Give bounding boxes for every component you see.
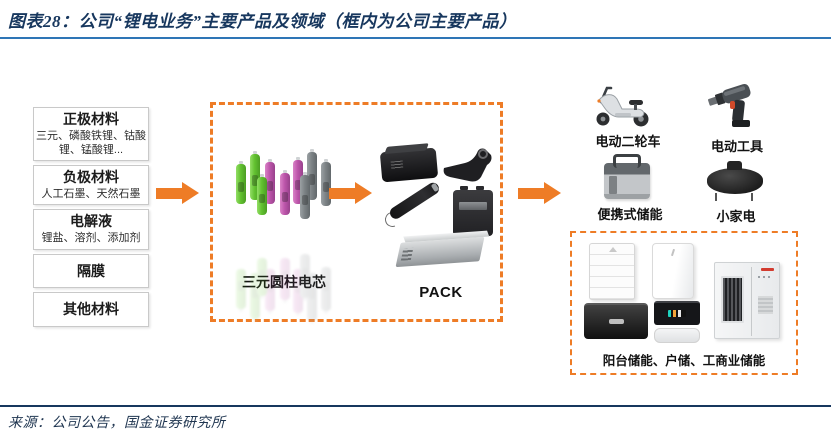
materials-column: 正极材料 三元、磷酸铁锂、钴酸锂、锰酸锂... 负极材料 人工石墨、天然石墨 电… [33,107,149,328]
material-sub: 三元、磷酸铁锂、钴酸锂、锰酸锂... [36,129,146,157]
arrow-shaft [518,187,544,199]
pack-charger-image [453,186,493,236]
material-title: 正极材料 [63,111,119,127]
wall-battery-unit-image [652,243,694,299]
battery-cell-icon [257,258,267,296]
material-title: 隔膜 [77,262,105,279]
battery-cell-icon [257,174,267,215]
battery-cell-icon [265,159,275,204]
storage-section-label: 阳台储能、户储、工商业储能 [602,354,766,368]
pack-controller-image [379,147,439,183]
material-box-separator: 隔膜 [33,253,149,289]
power-drill-image [707,83,751,127]
cylindrical-cells-photo [236,149,336,235]
flow-arrow-cell-to-pack-icon [329,182,372,204]
arrow-head [355,182,372,204]
material-sub: 锂盐、溶剂、添加剂 [41,232,141,245]
cabinet-grille-icon [721,276,744,323]
robot-vacuum-image [707,161,763,201]
battery-cell-icon [321,267,331,311]
battery-cell-icon [321,159,331,206]
storage-products-dashed-box [570,231,798,375]
core-products-dashed-box [210,102,503,322]
battery-cell-icon [307,149,317,200]
footer-rule [0,405,831,407]
arrow-shaft [156,187,182,199]
material-title: 负极材料 [63,169,119,186]
application-label-portable-storage: 便携式储能 [597,207,663,222]
portable-power-station-image [604,154,650,199]
black-storage-box-image [584,303,648,339]
application-label-power-tool: 电动工具 [710,139,763,154]
material-box-electrolyte: 电解液 锂盐、溶剂、添加剂 [33,209,149,250]
battery-cell-icon [300,254,310,298]
stacked-battery-tower-image [589,243,635,300]
electric-scooter-image [596,86,649,127]
cabinet-vent-icon [758,296,773,314]
material-box-other: 其他材料 [33,292,149,328]
material-sub: 人工石墨、天然石墨 [41,188,141,201]
cabinet-logo-icon [761,268,774,271]
battery-cell-icon [280,170,290,215]
application-label-small-appliance: 小家电 [716,209,756,224]
pack-section-label: PACK [419,284,463,301]
application-label-escooter: 电动二轮车 [595,134,661,149]
pack-tube-image [382,180,449,234]
figure-title: 图表28：公司“锂电业务”主要产品及领域（框内为公司主要产品） [8,12,517,31]
cells-reflection [236,238,336,323]
battery-cell-icon [280,258,290,300]
commercial-storage-cabinet-image [714,262,780,339]
material-box-cathode: 正极材料 三元、磷酸铁锂、钴酸锂、锰酸锂... [33,107,149,162]
cabinet-door-split [751,267,752,336]
storage-display-unit-image [654,301,700,325]
pack-frame-mount-image [443,148,492,182]
material-box-anode: 负极材料 人工石墨、天然石墨 [33,165,149,206]
material-title: 电解液 [70,213,112,230]
source-note: 来源：公司公告，国金证券研究所 [8,416,226,431]
battery-cell-icon [293,157,303,204]
title-underline [0,37,831,39]
flow-arrow-pack-to-applications-icon [518,182,561,204]
flat-storage-panel-image [654,328,700,343]
arrow-head [544,182,561,204]
battery-cell-icon [236,161,246,204]
cabinet-indicators-icon [758,276,770,278]
battery-cell-icon [250,151,260,200]
battery-cell-icon [300,172,310,219]
material-title: 其他材料 [63,301,119,318]
flow-arrow-materials-to-cell-icon [156,182,199,204]
arrow-head [182,182,199,204]
arrow-shaft [329,187,355,199]
battery-cell-icon [236,269,246,309]
